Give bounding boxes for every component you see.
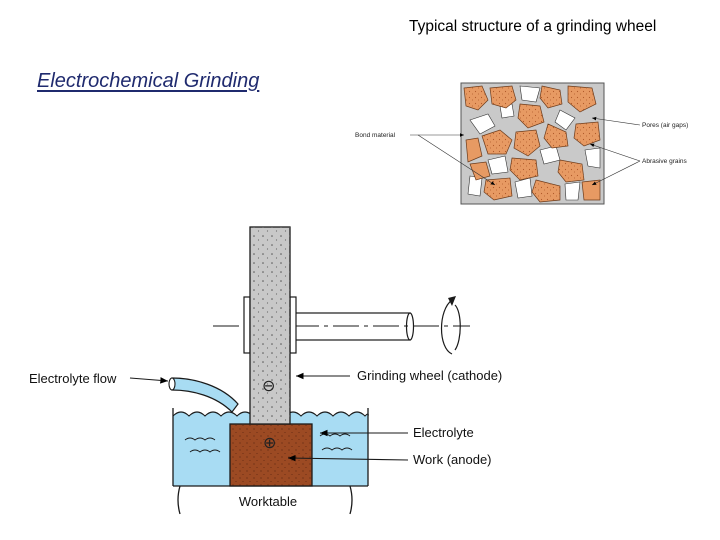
- electrolyte-label: Electrolyte: [413, 425, 474, 440]
- wheel-structure-inset: Bond material Pores (air gaps) Abrasive …: [355, 82, 688, 205]
- spindle-shaft: [289, 312, 411, 341]
- worktable-label: Worktable: [239, 494, 297, 509]
- bond-material-label: Bond material: [355, 132, 396, 139]
- grains-leader: [589, 143, 641, 162]
- electrolyte-flow-arrow: [129, 377, 169, 384]
- grinding-wheel-label: Grinding wheel (cathode): [357, 368, 502, 383]
- work-anode-label: Work (anode): [413, 452, 492, 467]
- slide-title: Electrochemical Grinding: [37, 70, 260, 92]
- worktable: [180, 486, 350, 514]
- pores-label: Pores (air gaps): [642, 122, 688, 129]
- left-flange: [243, 296, 251, 354]
- electrolyte-flow-label: Electrolyte flow: [29, 371, 117, 386]
- rotation-arrow: [441, 299, 453, 355]
- pores-leader: [591, 116, 641, 126]
- electrolyte-nozzle: [171, 377, 239, 413]
- right-flange: [289, 296, 297, 354]
- work-arrow: [287, 454, 409, 462]
- abrasive-grains-label: Abrasive grains: [642, 158, 688, 165]
- pores: [467, 85, 601, 201]
- negative-sign: ⊖: [262, 376, 275, 395]
- grinding-wheel-caption: Typical structure of a grinding wheel: [409, 18, 657, 35]
- ecg-process-diagram: Worktable ⊕ ⊖ Electrolyte flow Gri: [29, 226, 502, 515]
- positive-sign: ⊕: [263, 433, 276, 452]
